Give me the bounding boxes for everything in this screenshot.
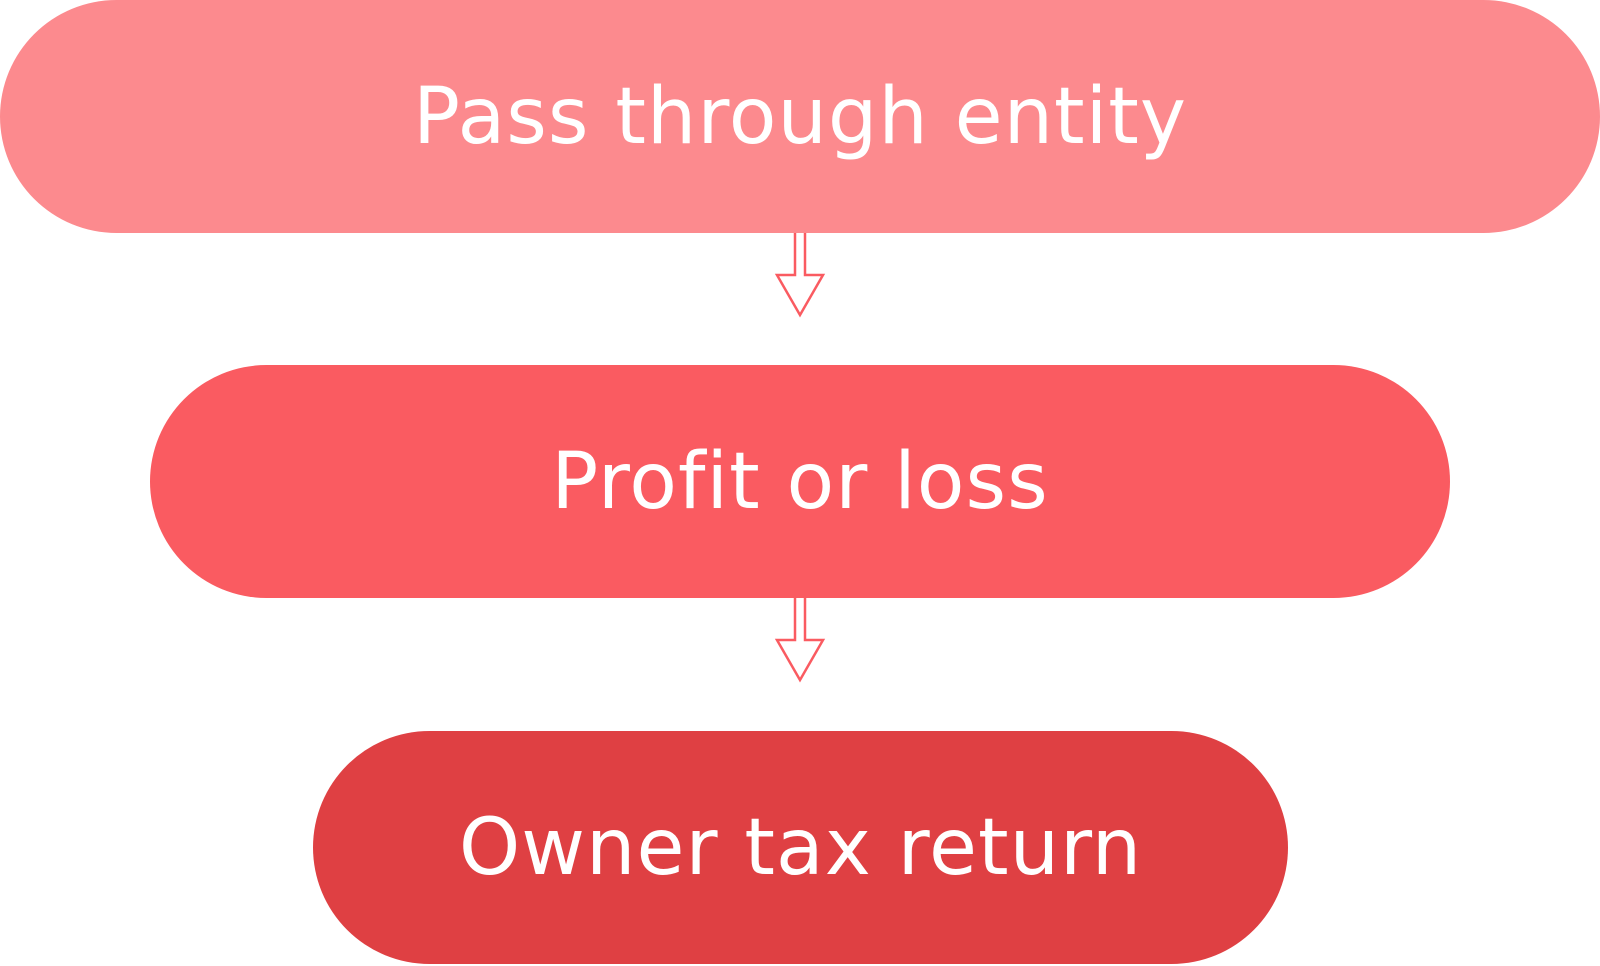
flow-node-profit-or-loss: Profit or loss xyxy=(150,365,1450,598)
flow-node-owner-tax-return: Owner tax return xyxy=(313,731,1288,964)
flow-arrow xyxy=(774,598,826,683)
flow-node-label: Owner tax return xyxy=(458,802,1143,893)
flow-node-pass-through-entity: Pass through entity xyxy=(0,0,1600,233)
flow-arrow xyxy=(774,233,826,318)
flow-node-label: Pass through entity xyxy=(412,71,1188,162)
flow-node-label: Profit or loss xyxy=(551,436,1049,527)
